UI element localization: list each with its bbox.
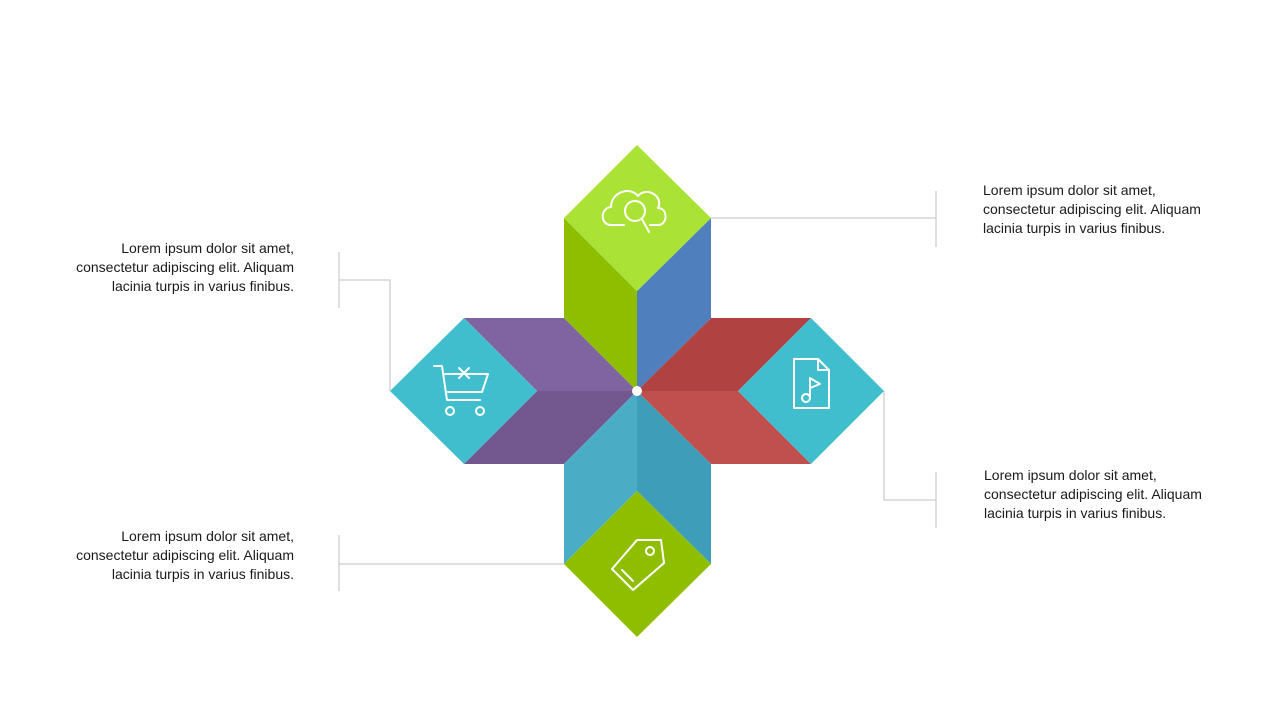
music-file-icon <box>793 358 830 409</box>
connector-top-left <box>339 279 391 391</box>
callout-line: Lorem ipsum dolor sit amet, <box>121 528 294 544</box>
callout-line: lacinia turpis in varius finibus. <box>111 566 294 582</box>
callout-line: consectetur adipiscing elit. Aliquam <box>76 259 294 275</box>
cloud-search-icon <box>601 190 667 233</box>
center-dot <box>632 386 642 396</box>
callout-line: consectetur adipiscing elit. Aliquam <box>984 486 1202 502</box>
callout-text-bottom-right: Lorem ipsum dolor sit amet, consectetur … <box>984 466 1224 523</box>
callout-text-bottom-left: Lorem ipsum dolor sit amet, consectetur … <box>54 527 294 584</box>
callout-text-top-left: Lorem ipsum dolor sit amet, consectetur … <box>54 239 294 296</box>
callout-line: consectetur adipiscing elit. Aliquam <box>983 201 1201 217</box>
callout-line: lacinia turpis in varius finibus. <box>984 505 1167 521</box>
arm-left-lower-face <box>464 391 637 464</box>
callout-line: lacinia turpis in varius finibus. <box>983 220 1166 236</box>
connectors <box>338 191 937 591</box>
arm-bottom-right-face <box>637 391 711 564</box>
arm-top-cap <box>564 145 711 291</box>
callout-line: Lorem ipsum dolor sit amet, <box>983 182 1156 198</box>
arm-top <box>564 145 711 391</box>
connector-bottom-right <box>883 391 936 501</box>
callout-text-top-right: Lorem ipsum dolor sit amet, consectetur … <box>983 181 1223 238</box>
price-tag-icon <box>611 539 665 591</box>
callout-line: consectetur adipiscing elit. Aliquam <box>76 547 294 563</box>
arm-top-right-face <box>637 218 711 391</box>
arm-bottom-left-face <box>564 391 637 564</box>
callout-line: Lorem ipsum dolor sit amet, <box>121 240 294 256</box>
arm-top-left-face <box>564 218 637 391</box>
arm-left-upper-face <box>464 318 637 391</box>
arm-right-lower-face <box>637 391 811 464</box>
arm-bottom-cap <box>564 491 711 637</box>
arm-right-upper-face <box>637 318 811 391</box>
callout-line: lacinia turpis in varius finibus. <box>111 278 294 294</box>
arm-bottom <box>564 391 711 637</box>
callout-line: Lorem ipsum dolor sit amet, <box>984 467 1157 483</box>
shopping-cart-remove-icon <box>433 365 489 416</box>
